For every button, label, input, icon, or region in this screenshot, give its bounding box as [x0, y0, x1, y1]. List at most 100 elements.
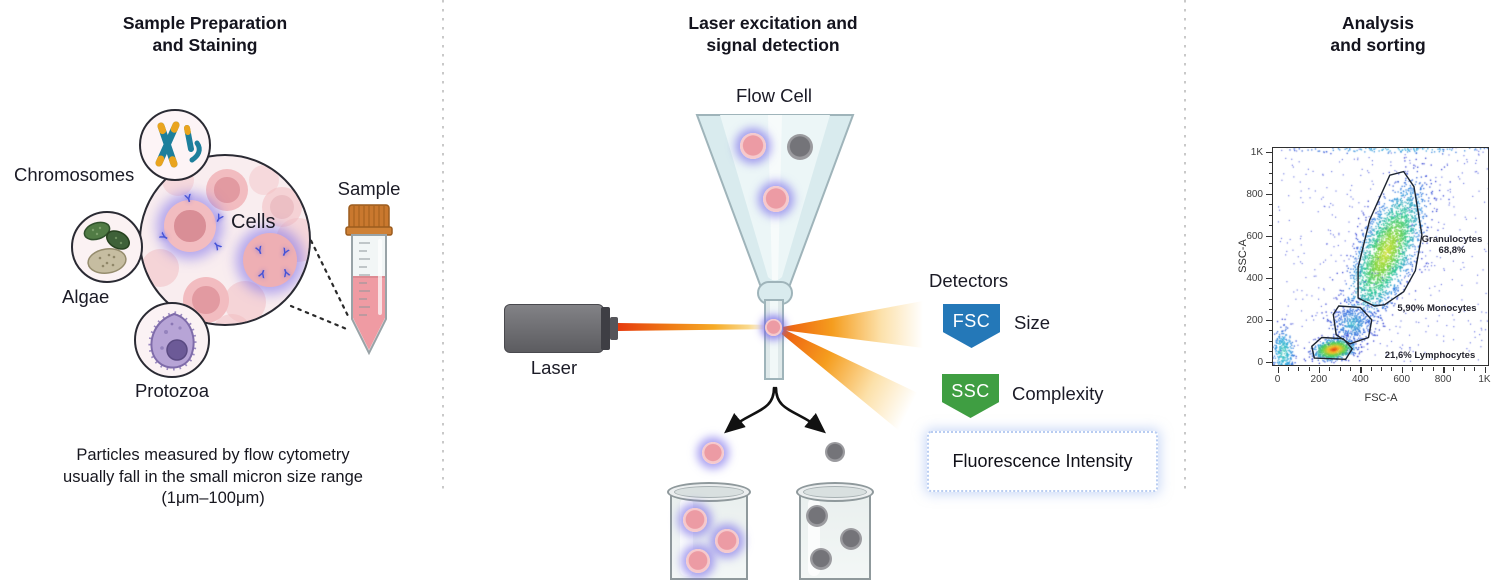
x-minor-tick: [1422, 367, 1424, 371]
section-title-sample-preparation: Sample Preparation and Staining: [10, 12, 400, 56]
y-tick-label: 0: [1257, 356, 1263, 368]
x-minor-tick: [1474, 367, 1476, 371]
x-tick-label: 600: [1393, 374, 1411, 385]
interrogated-cell: [765, 319, 782, 336]
fsc-abbr: FSC: [952, 311, 991, 331]
laser-aperture: [610, 317, 618, 340]
sample-label: Sample: [337, 178, 401, 199]
gate-outlines: [1311, 170, 1423, 361]
antibody-icon: Y: [210, 238, 224, 252]
y-axis-label: SSC-A: [1237, 239, 1249, 273]
chromosome-icon: [155, 121, 202, 168]
laser-beam: [618, 323, 766, 331]
granulocytes-gate-label: Granulocytes 68,8%: [1417, 234, 1487, 256]
flow-cell-funnel: [695, 114, 855, 380]
protozoa-label: Protozoa: [134, 380, 210, 401]
x-tick-label: 400: [1351, 374, 1369, 385]
unstained-particle: [810, 548, 832, 570]
algae-label: Algae: [62, 286, 110, 307]
sample-connector-lines: [289, 210, 351, 332]
x-tick-label: 800: [1434, 374, 1452, 385]
fsc-size-label: Size: [1014, 312, 1050, 333]
monocytes-gate: [1332, 305, 1373, 345]
title-line: and Staining: [152, 35, 258, 55]
unstained-particle: [840, 528, 862, 550]
laser-front-cap: [601, 307, 610, 350]
x-tick: [1484, 367, 1486, 373]
fluorescent-cell: [683, 508, 707, 532]
fsc-detector-badge: FSC: [943, 304, 1000, 348]
title-line: Sample Preparation: [122, 13, 288, 33]
x-tick-label: 200: [1310, 374, 1328, 385]
cells-label: Cells: [231, 211, 276, 233]
x-tick: [1401, 367, 1404, 373]
algae-icon: [83, 221, 130, 274]
granulocytes-gate: [1357, 170, 1423, 307]
x-minor-tick: [1381, 367, 1382, 371]
x-tick-label: 0: [1274, 374, 1281, 385]
caption-line: usually fall in the small micron size ra…: [63, 467, 363, 486]
x-minor-tick: [1370, 367, 1372, 371]
title-line: Laser excitation and: [688, 13, 858, 33]
sample-tube: [345, 204, 393, 356]
x-minor-tick: [1453, 367, 1455, 371]
fluorescence-label: Fluorescence Intensity: [952, 451, 1133, 471]
x-minor-tick: [1308, 367, 1310, 371]
x-tick: [1360, 367, 1362, 373]
x-minor-tick: [1349, 367, 1351, 371]
title-line: and sorting: [1330, 35, 1426, 55]
flow-cell-label: Flow Cell: [735, 85, 813, 106]
y-tick-label: 1K: [1250, 146, 1263, 158]
sorting-arrows: [724, 386, 826, 434]
chromosomes-circle: [139, 109, 211, 181]
section-title-analysis-sorting: Analysis and sorting: [1272, 12, 1484, 56]
fluorescent-cell: [686, 549, 710, 573]
x-tick: [1443, 367, 1445, 373]
x-minor-tick: [1463, 367, 1465, 371]
x-minor-tick: [1298, 367, 1300, 371]
fluorescent-cell: [763, 186, 789, 212]
protozoa-circle: [134, 302, 210, 378]
section-title-laser-excitation: Laser excitation and signal detection: [598, 12, 948, 56]
stained-cell: [164, 200, 216, 252]
fluorescence-intensity-box: Fluorescence Intensity: [927, 431, 1158, 492]
y-tick-label: 200: [1246, 314, 1263, 326]
gate-label-line: Granulocytes: [1421, 234, 1483, 245]
laser-device: [504, 304, 604, 353]
section-divider: [442, 0, 444, 492]
tube-rim-inner: [674, 486, 744, 498]
x-minor-tick: [1391, 367, 1393, 371]
cell: [206, 169, 248, 211]
antibody-labeled-cell: [243, 233, 297, 287]
monocytes-gate-label: 5,90% Monocytes: [1397, 303, 1477, 314]
x-tick: [1318, 367, 1321, 373]
ssc-detector-badge: SSC: [942, 374, 999, 418]
x-minor-tick: [1287, 367, 1289, 371]
gate-label-line: 68,8%: [1438, 245, 1466, 256]
x-tick: [1277, 367, 1279, 373]
section-divider: [1184, 0, 1186, 492]
x-minor-tick: [1339, 367, 1341, 371]
tube-rim-inner: [803, 486, 867, 498]
ssc-complexity-label: Complexity: [1012, 383, 1104, 404]
x-axis-label: FSC-A: [1364, 392, 1398, 404]
detectors-heading: Detectors: [929, 270, 1009, 291]
y-tick-label: 800: [1246, 188, 1263, 200]
caption-line: Particles measured by flow cytometry: [76, 446, 350, 464]
fluorescent-cell: [715, 529, 739, 553]
x-tick-label: 1K: [1478, 374, 1491, 385]
scatter-plot: Granulocytes 68,8% 5,90% Monocytes 21,6%…: [1272, 147, 1489, 366]
lymphocytes-gate-label: 21,6% Lymphocytes: [1384, 350, 1476, 361]
unstained-particle: [787, 134, 813, 160]
title-line: signal detection: [706, 35, 840, 55]
cell: [212, 314, 252, 324]
sorted-unstained-particle: [825, 442, 845, 462]
ssc-abbr: SSC: [951, 381, 990, 401]
cell: [262, 187, 302, 227]
x-minor-tick: [1329, 367, 1331, 371]
algae-circle: [71, 211, 143, 283]
lymphocytes-gate: [1311, 336, 1354, 361]
title-line: Analysis: [1342, 13, 1414, 33]
scatter-points-canvas: [1273, 148, 1488, 365]
